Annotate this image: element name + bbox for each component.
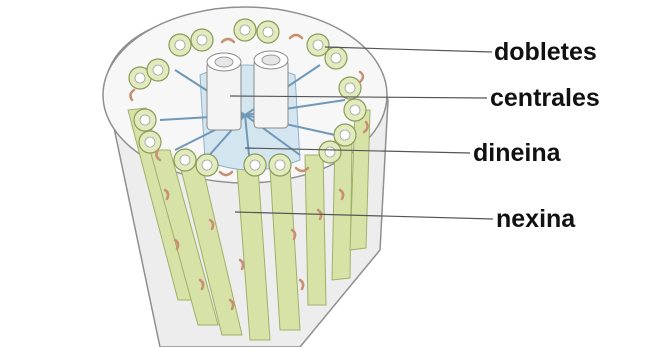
label-dobletes: dobletes: [494, 40, 597, 65]
label-centrales: centrales: [490, 86, 600, 111]
label-nexina: nexina: [496, 207, 575, 232]
label-dineina: dineina: [473, 141, 561, 166]
